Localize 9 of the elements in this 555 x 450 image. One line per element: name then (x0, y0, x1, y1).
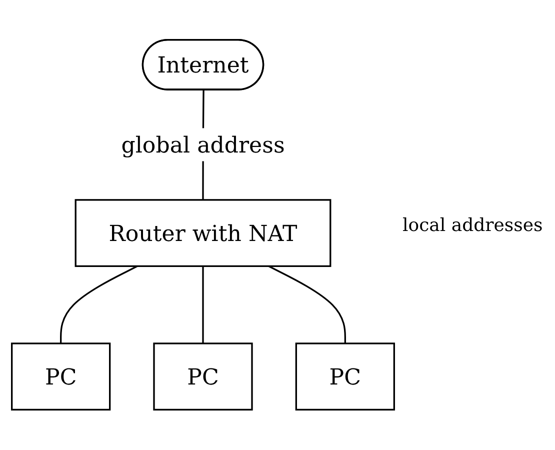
node-box: PC (10, 342, 110, 411)
note-text: local addresses (402, 214, 544, 236)
node-box: PC (152, 342, 252, 411)
node-box: Router with NAT (74, 199, 331, 268)
node-box: PC (294, 342, 394, 411)
connector (268, 266, 346, 344)
edge-label: global address (120, 132, 284, 158)
connector (202, 266, 204, 344)
connector (60, 266, 138, 344)
